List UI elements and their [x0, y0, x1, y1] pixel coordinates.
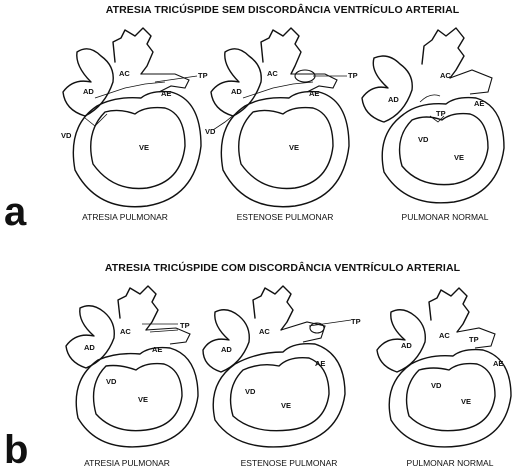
heart-label-vd: VD — [431, 381, 442, 390]
heart-caption-a3: PULMONAR NORMAL — [370, 212, 520, 222]
heart-label-ae: AE — [474, 99, 484, 108]
heart-caption-b2: ESTENOSE PULMONAR — [214, 458, 364, 468]
heart-label-ae: AE — [152, 345, 162, 354]
heart-caption-a2: ESTENOSE PULMONAR — [210, 212, 360, 222]
heart-label-tp: TP — [436, 109, 446, 118]
heart-label-ac: AC — [120, 327, 131, 336]
panel-a-letter: a — [4, 192, 26, 232]
heart-caption-b1: ATRESIA PULMONAR — [52, 458, 202, 468]
heart-label-vd: VD — [106, 377, 117, 386]
heart-label-vd: VD — [61, 131, 72, 140]
heart-label-ad: AD — [388, 95, 399, 104]
heart-label-ve: VE — [281, 401, 291, 410]
panel-a-title: ATRESIA TRICÚSPIDE SEM DISCORDÂNCIA VENT… — [40, 4, 525, 16]
heart-label-ae: AE — [161, 89, 171, 98]
heart-label-ve: VE — [138, 395, 148, 404]
heart-diagram-b2: AC AD TP AE VD VE — [205, 282, 365, 454]
heart-caption-a1: ATRESIA PULMONAR — [50, 212, 200, 222]
heart-diagram-b3: AC AD TP AE VD VE — [375, 284, 525, 454]
heart-label-ac: AC — [267, 69, 278, 78]
heart-label-tp: TP — [348, 71, 358, 80]
heart-label-ac: AC — [119, 69, 130, 78]
heart-label-ae: AE — [309, 89, 319, 98]
heart-caption-b3: PULMONAR NORMAL — [375, 458, 525, 468]
heart-label-ve: VE — [461, 397, 471, 406]
heart-label-ve: VE — [289, 143, 299, 152]
heart-diagram-b1: AC AD TP AE VD VE — [58, 284, 208, 454]
heart-label-vd: VD — [418, 135, 429, 144]
heart-label-tp: TP — [180, 321, 190, 330]
heart-label-ad: AD — [231, 87, 242, 96]
heart-label-ve: VE — [139, 143, 149, 152]
panel-b-title: ATRESIA TRICÚSPIDE COM DISCORDÂNCIA VENT… — [40, 262, 525, 274]
heart-label-ae: AE — [493, 359, 503, 368]
heart-label-vd: VD — [205, 127, 216, 136]
heart-label-ad: AD — [83, 87, 94, 96]
heart-label-ad: AD — [84, 343, 95, 352]
heart-label-ac: AC — [259, 327, 270, 336]
heart-label-tp: TP — [351, 317, 361, 326]
heart-label-vd: VD — [245, 387, 256, 396]
heart-label-ad: AD — [221, 345, 232, 354]
heart-label-ac: AC — [439, 331, 450, 340]
heart-diagram-a3: AC AD TP AE VD VE — [360, 22, 510, 212]
heart-label-ad: AD — [401, 341, 412, 350]
heart-label-ac: AC — [440, 71, 451, 80]
heart-label-ae: AE — [315, 359, 325, 368]
heart-label-ve: VE — [454, 153, 464, 162]
heart-label-tp: TP — [469, 335, 479, 344]
heart-diagram-a2: AC AD TP AE VD VE — [205, 22, 355, 212]
heart-diagram-a1: AC AD TP AE VD VE — [55, 22, 205, 212]
panel-b-letter: b — [4, 430, 28, 470]
